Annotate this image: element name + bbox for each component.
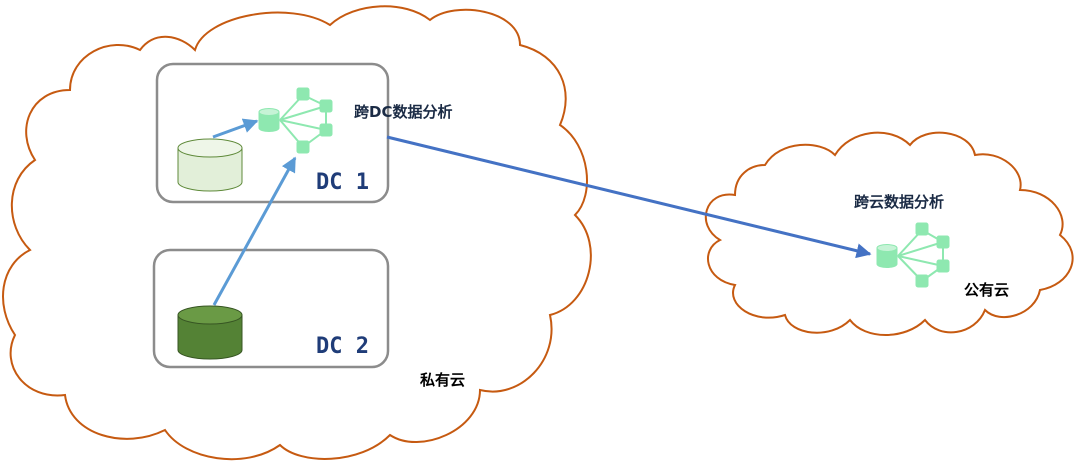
public-cloud-shape	[704, 131, 1074, 336]
dc2-label: DC 2	[316, 334, 369, 359]
dc1-network-analysis-icon	[258, 87, 333, 154]
arrow-db2-to-analysis	[212, 156, 297, 306]
public-cloud-label: 公有云	[964, 281, 1009, 299]
arrow-dc1-to-public-cloud	[386, 135, 872, 259]
private-cloud-label: 私有云	[419, 371, 465, 389]
arrow-db1-to-analysis	[212, 118, 259, 139]
dc2-database-icon	[177, 305, 243, 360]
cross-cloud-analysis-label: 跨云数据分析	[854, 193, 944, 211]
cross-dc-analysis-label: 跨DC数据分析	[354, 103, 452, 121]
public-network-analysis-icon	[876, 222, 950, 288]
private-cloud-shape	[2, 5, 592, 461]
dc1-database-icon	[177, 138, 243, 192]
dc1-label: DC 1	[316, 170, 369, 195]
